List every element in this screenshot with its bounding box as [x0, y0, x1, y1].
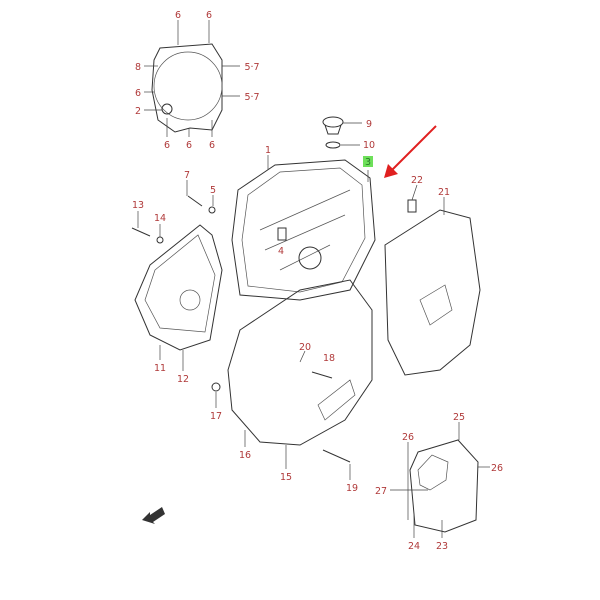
- label-12: 12: [177, 374, 189, 385]
- label-20: 20: [299, 342, 311, 353]
- label-6: 6: [164, 140, 170, 151]
- label-15: 15: [280, 472, 292, 483]
- label-8: 8: [135, 62, 141, 73]
- left-cover-part: [134, 224, 223, 351]
- label-3: 3: [365, 157, 371, 168]
- generator-cover-part: [227, 279, 373, 446]
- guard-plate-part: [409, 439, 479, 533]
- label-11: 11: [154, 363, 166, 374]
- label-5: 5: [210, 185, 216, 196]
- red-pointer-arrow: [384, 125, 437, 178]
- label-22: 22: [411, 175, 423, 186]
- forward-direction-icon: [142, 507, 165, 524]
- label-14: 14: [154, 213, 166, 224]
- clutch-cover-part: [231, 159, 376, 301]
- label-26: 26: [491, 463, 503, 474]
- label-6: 6: [186, 140, 192, 151]
- label-1: 1: [265, 145, 271, 156]
- label-5-7: 5·7: [244, 92, 259, 103]
- highlight-marker: [363, 156, 373, 167]
- label-13: 13: [132, 200, 144, 211]
- right-cover-part: [384, 209, 481, 376]
- leader-lines: [137, 20, 490, 538]
- label-19: 19: [346, 483, 358, 494]
- label-16: 16: [239, 450, 251, 461]
- label-23: 23: [436, 541, 448, 552]
- outer-cover-part: [151, 43, 223, 133]
- label-26: 26: [402, 432, 414, 443]
- label-6: 6: [206, 10, 212, 21]
- label-17: 17: [210, 411, 222, 422]
- label-27: 27: [375, 486, 387, 497]
- label-2: 2: [135, 106, 141, 117]
- oil-cap-part: [322, 116, 344, 149]
- label-18: 18: [323, 353, 335, 364]
- label-6: 6: [209, 140, 215, 151]
- label-9: 9: [366, 119, 372, 130]
- label-4: 4: [278, 246, 284, 257]
- label-6: 6: [175, 10, 181, 21]
- label-21: 21: [438, 187, 450, 198]
- label-5-7: 5·7: [244, 62, 259, 73]
- part-labels: 6 6 8 5·7 6 5·7 2 6 6 6 9 10 3 1 7 5 13 …: [132, 10, 503, 552]
- label-24: 24: [408, 541, 420, 552]
- label-6: 6: [135, 88, 141, 99]
- label-10: 10: [363, 140, 375, 151]
- label-25: 25: [453, 412, 465, 423]
- label-7: 7: [184, 170, 190, 181]
